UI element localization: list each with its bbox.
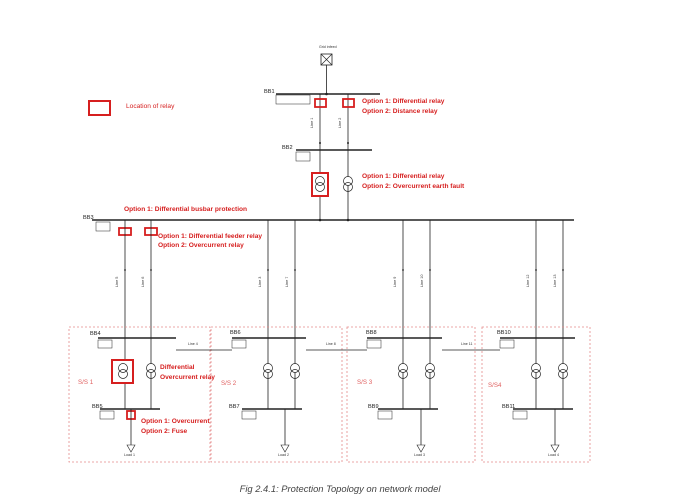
legend-label: Location of relay <box>126 103 175 110</box>
bb5-option2: Option 2: Fuse <box>141 428 188 435</box>
line-2-label: Line 2 <box>338 117 342 128</box>
bb11-label: BB11 <box>502 404 516 410</box>
figure-caption: Fig 2.4.1: Protection Topology on networ… <box>239 483 441 494</box>
transformer-option1: Option 1: Differential relay <box>362 173 445 180</box>
line-6-label: Line 6 <box>141 276 145 287</box>
bb9-label: BB9 <box>368 404 379 410</box>
load-2-label: Load 2 <box>278 453 289 457</box>
line-3-label: Line 3 <box>258 276 262 287</box>
relay-box-line2 <box>342 98 355 108</box>
grid-infeed-symbol <box>320 53 333 94</box>
substation-ss2-box <box>210 326 343 463</box>
feeder-option1: Option 1: Differential feeder relay <box>158 233 263 240</box>
bb1-option1: Option 1: Differential relay <box>362 98 445 105</box>
substation-ss4-equipment <box>499 337 575 453</box>
substation-ss3-equipment <box>366 337 442 453</box>
line-12-label: Line 12 <box>526 274 530 287</box>
ss3-label: S/S 3 <box>357 379 373 386</box>
bb4-label: BB4 <box>90 331 101 337</box>
bb5-option1: Option 1: Overcurrent <box>141 418 210 425</box>
ss1-differential-label: Differential <box>160 364 195 371</box>
transformer-option2: Option 2: Overcurrent earth fault <box>362 183 465 190</box>
line-9-label: Line 9 <box>393 276 397 287</box>
line-1-label: Line 1 <box>310 117 314 128</box>
substation-ss4-box <box>481 326 591 463</box>
line-13-label: Line 13 <box>553 274 557 287</box>
busbar-bb3 <box>92 218 574 232</box>
bb5-label: BB5 <box>92 404 103 410</box>
bb1-label: BB1 <box>264 89 275 95</box>
bb1-option2: Option 2: Distance relay <box>362 108 438 115</box>
feeder-lines <box>124 220 564 338</box>
line-8-label: Line 8 <box>326 342 336 346</box>
grid-infeed-label: Grid infeed <box>319 45 337 49</box>
bb8-label: BB8 <box>366 330 377 336</box>
line-10-label: Line 10 <box>420 274 424 287</box>
substation-ss1-equipment <box>97 337 176 453</box>
load-1-label: Load 1 <box>124 453 135 457</box>
line-4-label: Line 4 <box>188 342 198 346</box>
bb3-label: BB3 <box>83 215 94 221</box>
transformer-t1 <box>311 172 329 197</box>
load-4-label: Load 4 <box>548 453 559 457</box>
busbar-bb1 <box>275 92 380 105</box>
relay-box-line1 <box>314 98 327 108</box>
ss1-label: S/S 1 <box>78 379 94 386</box>
legend-relay-box <box>88 100 111 116</box>
ss2-label: S/S 2 <box>221 380 237 387</box>
substation-ss3-box <box>346 326 476 463</box>
bb7-label: BB7 <box>229 404 240 410</box>
line-7-label: Line 7 <box>285 276 289 287</box>
ss1-overcurrent-label: Overcurrent relay <box>160 374 215 381</box>
substation-ss1-box <box>68 326 211 463</box>
load-3-label: Load 3 <box>414 453 425 457</box>
feeder-option2: Option 2: Overcurrent relay <box>158 242 244 249</box>
substation-ss2-equipment <box>231 337 306 453</box>
busbar-option1: Option 1: Differential busbar protection <box>124 206 248 213</box>
line-5-label: Line 5 <box>115 276 119 287</box>
bb10-label: BB10 <box>497 330 511 336</box>
line-11-label: Line 11 <box>461 342 473 346</box>
busbar-bb2 <box>295 149 372 162</box>
bb2-label: BB2 <box>282 145 293 151</box>
transformer-t2 <box>343 176 353 192</box>
bb6-label: BB6 <box>230 330 241 336</box>
ss4-label: S/S4 <box>488 382 502 389</box>
